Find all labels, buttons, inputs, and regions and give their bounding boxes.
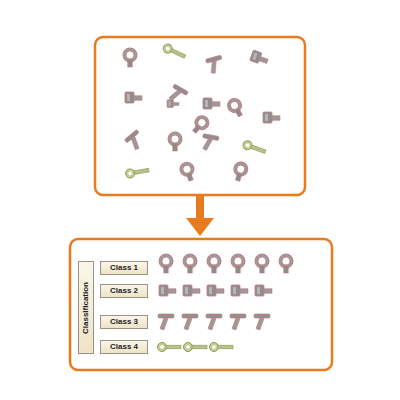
class-1-parts (161, 256, 292, 274)
flow-arrow (196, 195, 204, 219)
result-panel (70, 239, 332, 370)
class-label: Class 3 (110, 318, 138, 326)
flow-arrowhead (186, 218, 214, 236)
class-4-parts (158, 343, 234, 352)
class-box: Class 4 (100, 340, 148, 354)
class-box: Class 2 (100, 284, 148, 298)
class-box: Class 3 (100, 315, 148, 329)
classification-box: Classification (78, 261, 94, 354)
class-box: Class 1 (100, 261, 148, 275)
class-3-parts (158, 314, 270, 330)
class-2-parts (159, 285, 272, 296)
class-label: Class 2 (110, 287, 138, 295)
class-label: Class 4 (110, 343, 138, 351)
class-label: Class 1 (110, 264, 138, 272)
scattered-parts (124, 43, 280, 183)
group-label: Classification (82, 281, 90, 333)
source-panel (95, 37, 305, 195)
